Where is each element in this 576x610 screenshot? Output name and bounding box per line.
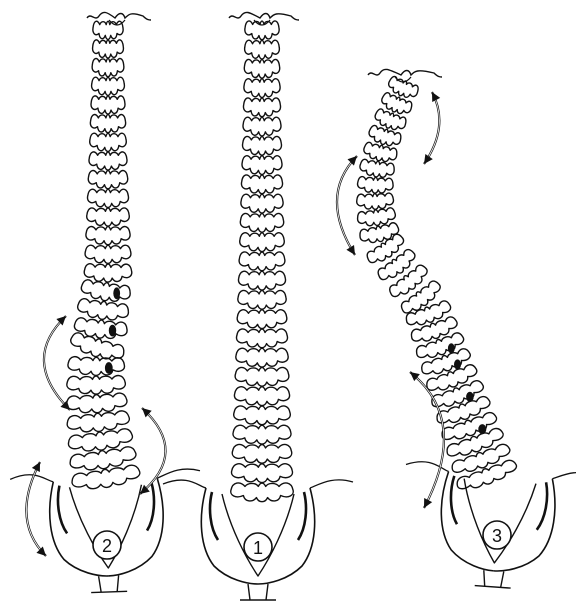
- vertebra: [409, 315, 459, 346]
- vertebra: [93, 21, 123, 39]
- vertebra: [91, 96, 125, 114]
- vertebra: [399, 279, 444, 318]
- left-crest: [163, 480, 206, 488]
- vertebra: [73, 317, 127, 341]
- vertebra: [237, 310, 287, 329]
- vertebra: [233, 425, 291, 444]
- vertebra: [84, 264, 132, 283]
- vertebra: [243, 98, 280, 117]
- femoral-stubs: [475, 570, 512, 588]
- left-si-joint: [449, 476, 460, 524]
- vertebra: [244, 59, 279, 78]
- pedicle-shadow: [105, 362, 113, 374]
- vertebra: [242, 156, 282, 175]
- vertebra: [238, 290, 286, 309]
- vertebra: [386, 75, 420, 101]
- vertebra: [359, 159, 395, 180]
- vertebra: [239, 252, 285, 271]
- pedicle-shadow: [109, 325, 116, 337]
- vertebra: [85, 245, 131, 263]
- label-3: 3: [492, 526, 502, 546]
- curved-arrow: [140, 408, 166, 494]
- vertebra: [235, 367, 289, 386]
- left-crest: [406, 461, 449, 472]
- vertebra: [87, 208, 130, 226]
- right-crest: [310, 480, 353, 488]
- vertebra: [88, 171, 127, 189]
- vertebra: [376, 247, 419, 284]
- vertebra: [243, 117, 281, 136]
- vertebra: [243, 136, 282, 155]
- curved-arrow: [337, 156, 357, 255]
- right-si-joint: [298, 492, 306, 540]
- vertebra: [234, 387, 289, 406]
- vertebra: [379, 91, 413, 117]
- vertebra: [231, 483, 293, 502]
- femoral-stubs: [91, 575, 128, 592]
- vertebra: [245, 40, 280, 59]
- label-1: 1: [253, 538, 263, 558]
- vertebra: [236, 348, 288, 367]
- vertebra: [92, 77, 125, 95]
- vertebra: [67, 375, 126, 394]
- vertebra: [86, 227, 130, 245]
- vertebra: [404, 299, 453, 329]
- skull-base: [368, 69, 442, 77]
- vertebra: [387, 263, 431, 302]
- skull-base: [229, 12, 299, 20]
- right-crest: [552, 471, 576, 482]
- vertebra: [356, 193, 393, 210]
- vertebra: [245, 21, 279, 40]
- vertebra: [67, 428, 133, 454]
- vertebra: [92, 59, 124, 77]
- right-ilium: [105, 478, 165, 576]
- vertebral-column: [66, 21, 141, 492]
- spine-figure-3: [337, 69, 576, 593]
- vertebra: [90, 115, 125, 133]
- right-crest: [157, 469, 200, 479]
- label-circle-3: 3: [483, 521, 511, 549]
- label-circle-2: 2: [93, 531, 121, 559]
- vertebra: [232, 444, 291, 463]
- vertebra: [241, 175, 282, 194]
- vertebra: [241, 194, 283, 213]
- vertebra: [232, 464, 293, 483]
- vertebra: [234, 406, 291, 425]
- label-2: 2: [102, 536, 112, 556]
- spine-figure-2: [10, 12, 204, 595]
- vertebra: [66, 410, 130, 434]
- curved-arrow: [410, 372, 444, 508]
- curved-arrow: [424, 92, 440, 164]
- vertebra: [240, 233, 284, 252]
- vertebra: [239, 271, 286, 290]
- label-circle-1: 1: [244, 533, 272, 561]
- vertebra: [359, 222, 401, 246]
- vertebra: [237, 329, 288, 348]
- vertebra: [88, 189, 129, 207]
- pedicle-shadow: [113, 287, 120, 299]
- pedicle-shadow: [448, 343, 455, 353]
- left-si-joint: [57, 485, 67, 533]
- spine-figure-1: [163, 12, 353, 600]
- right-si-joint: [537, 482, 548, 530]
- vertebra: [89, 152, 127, 170]
- left-si-joint: [210, 492, 218, 540]
- vertebra: [93, 40, 124, 58]
- pedicle-shadow: [454, 359, 461, 369]
- femoral-stubs: [240, 584, 276, 600]
- vertebra: [90, 133, 127, 151]
- vertebra: [357, 176, 393, 194]
- skull-base: [87, 12, 151, 20]
- vertebra: [244, 79, 280, 98]
- vertebra: [240, 213, 283, 232]
- vertebra: [68, 356, 125, 376]
- vertebra: [365, 232, 408, 267]
- vertebral-column: [231, 21, 293, 502]
- curved-arrow: [44, 316, 70, 410]
